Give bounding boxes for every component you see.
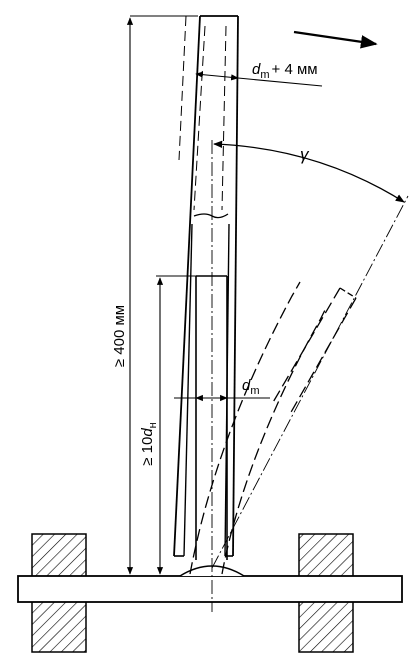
tube-width-label: dm+ 4 мм bbox=[252, 61, 318, 81]
bent-axis-line bbox=[211, 195, 409, 569]
length-dimension bbox=[126, 15, 198, 575]
bent-rod-dashed bbox=[189, 281, 357, 575]
angle-arc bbox=[213, 140, 405, 203]
length-label: ≥ 400 мм bbox=[111, 305, 128, 367]
depth-label: ≥ 10dн bbox=[139, 422, 159, 466]
tube-width-dimension bbox=[195, 71, 323, 87]
inner-rod bbox=[195, 275, 228, 560]
rod-diameter-label: dm bbox=[242, 377, 260, 397]
angle-label: γ bbox=[300, 145, 310, 164]
depth-dimension bbox=[156, 275, 196, 575]
base-plate bbox=[17, 575, 403, 603]
outer-tube bbox=[173, 15, 239, 557]
direction-arrow bbox=[293, 30, 378, 49]
